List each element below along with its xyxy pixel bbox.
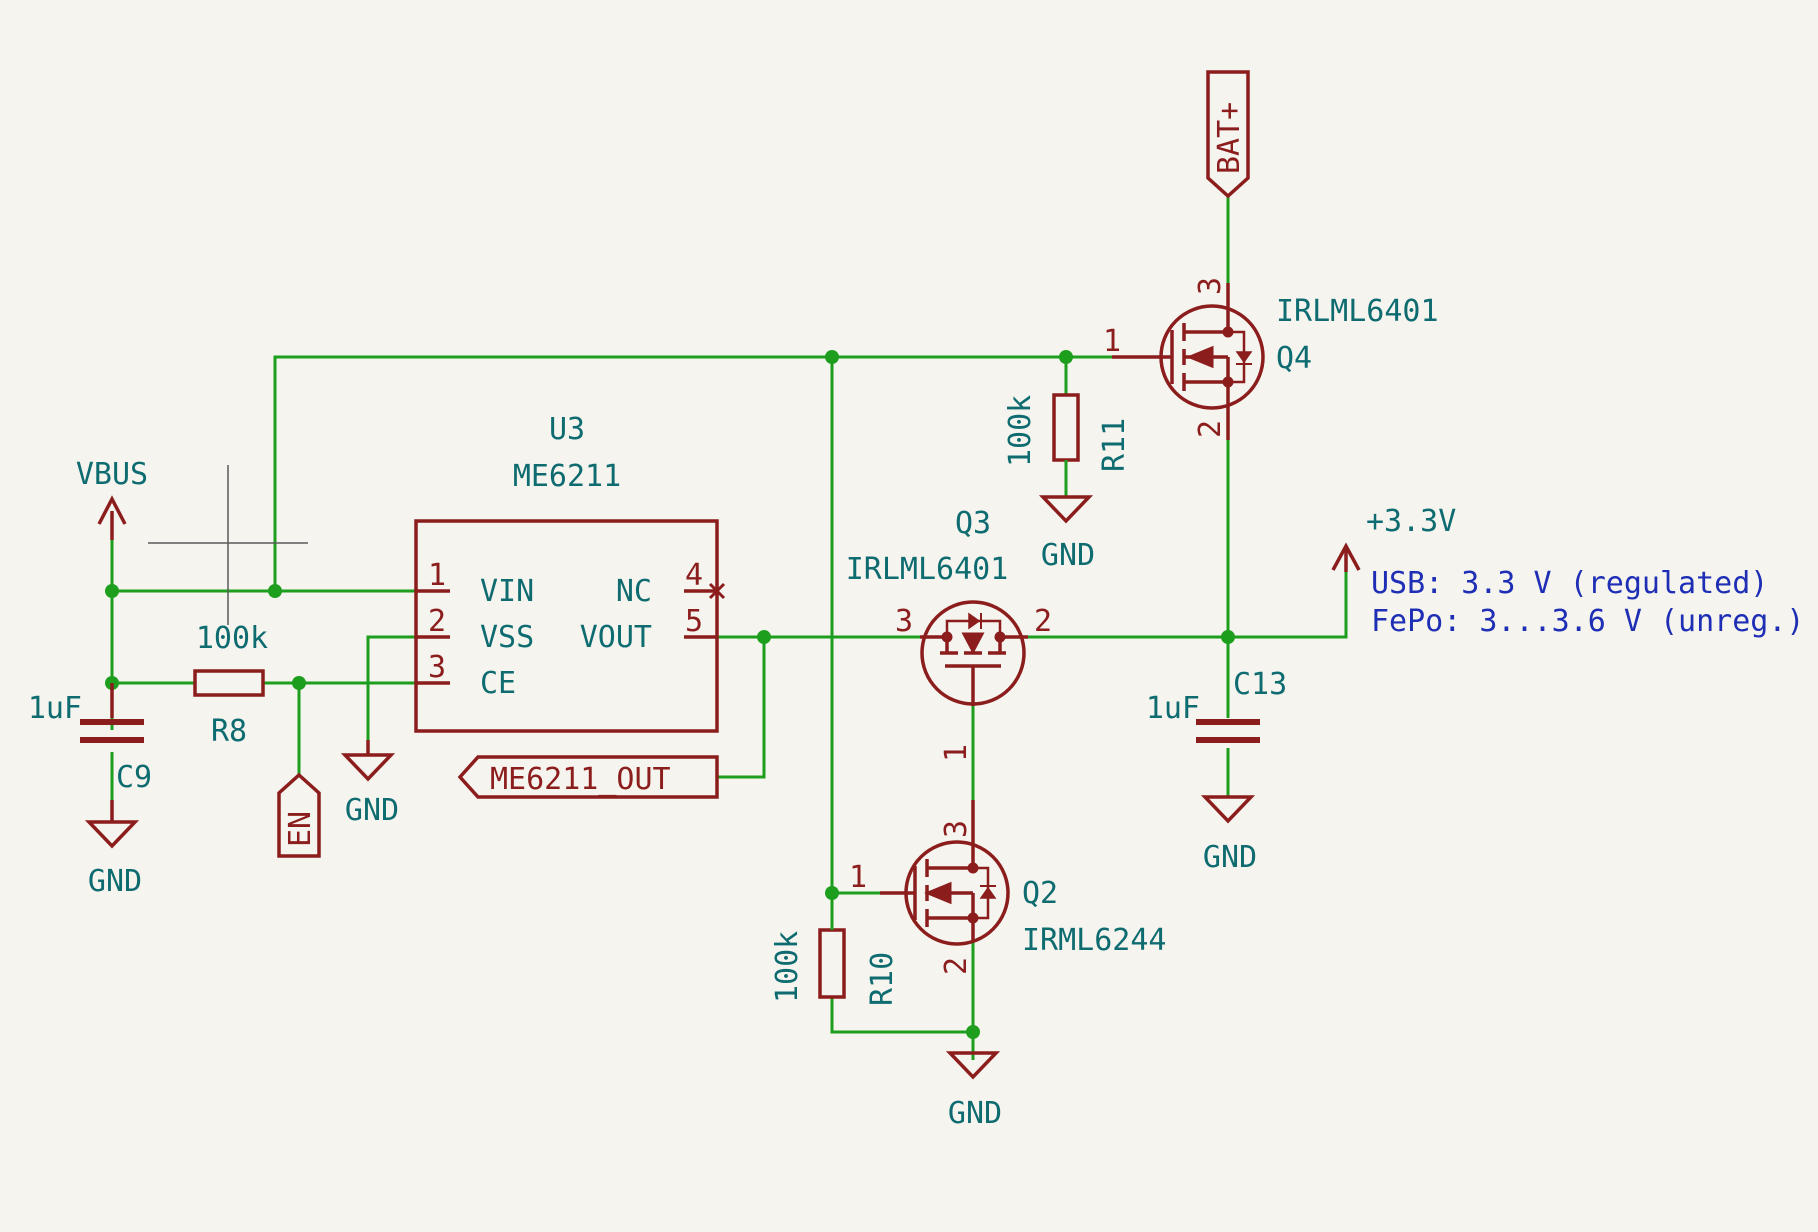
junction-dot	[757, 630, 771, 644]
gnd-symbol-r11[interactable]: GND	[1038, 495, 1095, 573]
q3-pin-drain: 3	[895, 604, 913, 639]
v33-power-symbol[interactable]: +3.3V	[1331, 504, 1456, 572]
gnd-label: GND	[345, 793, 399, 828]
r11-resistor[interactable]: 100k R11	[1003, 393, 1132, 497]
r8-value: 100k	[196, 621, 268, 656]
gnd-symbol-c13[interactable]: GND	[1200, 795, 1257, 875]
r10-reference: R10	[865, 952, 900, 1006]
q4-pin-source: 2	[1193, 420, 1228, 438]
wire-r10-bottom	[830, 997, 973, 1034]
u3-pin3-number: 3	[428, 650, 446, 685]
q4-reference: Q4	[1276, 341, 1312, 376]
en-label[interactable]: EN	[277, 772, 321, 858]
gnd-symbol-c9[interactable]: GND	[84, 800, 142, 899]
q2-value: IRML6244	[1022, 923, 1167, 958]
note-fepo: FePo: 3...3.6 V (unreg.)	[1371, 604, 1804, 639]
c13-reference: C13	[1233, 667, 1287, 702]
bat-plus-text: BAT+	[1212, 102, 1247, 174]
bat-plus-label[interactable]: BAT+	[1206, 70, 1250, 199]
u3-pin-vss: VSS	[480, 620, 534, 655]
u3-pin-vin: VIN	[480, 574, 534, 609]
u3-pin2-number: 2	[428, 604, 446, 639]
supply-notes: USB: 3.3 V (regulated) FePo: 3...3.6 V (…	[1371, 566, 1804, 639]
c13-value: 1uF	[1146, 691, 1200, 726]
c9-capacitor[interactable]: 1uF C9	[28, 683, 152, 795]
me6211-out-text: ME6211_OUT	[490, 762, 671, 797]
q3-mosfet[interactable]: 3 2 1 Q3 IRLML6401	[846, 506, 1052, 762]
u3-reference: U3	[549, 412, 585, 447]
me6211-out-label[interactable]: ME6211_OUT	[457, 755, 719, 799]
q3-pin-gate: 1	[939, 744, 974, 762]
u3-pin5-number: 5	[685, 604, 703, 639]
wire-q3-to-3v3	[1028, 572, 1348, 639]
r10-value: 100k	[770, 931, 805, 1003]
q3-reference: Q3	[955, 506, 991, 541]
q4-value: IRLML6401	[1276, 294, 1439, 329]
q3-pin-source: 2	[1034, 604, 1052, 639]
q2-pin-gate: 1	[849, 860, 867, 895]
note-usb: USB: 3.3 V (regulated)	[1371, 566, 1768, 601]
q4-mosfet[interactable]: 1 3 2 IRLML6401 Q4	[1103, 277, 1439, 440]
junction-dot	[966, 1025, 980, 1039]
u3-pin4-number: 4	[685, 558, 703, 593]
v33-label: +3.3V	[1366, 504, 1456, 539]
gnd-symbol-vss[interactable]: GND	[340, 740, 399, 828]
u3-value: ME6211	[513, 459, 621, 494]
r8-reference: R8	[211, 714, 247, 749]
junction-dot	[825, 350, 839, 364]
junction-dot	[105, 584, 119, 598]
vbus-label: VBUS	[76, 457, 148, 492]
junction-dot	[1221, 630, 1235, 644]
q4-pin-drain: 3	[1193, 277, 1228, 295]
cursor-crosshair	[148, 465, 308, 625]
u3-pin-vout: VOUT	[580, 620, 652, 655]
u3-pin1-number: 1	[428, 558, 446, 593]
en-text: EN	[283, 811, 318, 847]
wire-vout-label	[718, 637, 766, 779]
c9-value: 1uF	[28, 691, 82, 726]
r10-resistor[interactable]: 100k R10	[770, 893, 900, 1006]
wire-vss-gnd	[366, 635, 416, 755]
gnd-label: GND	[1203, 840, 1257, 875]
junction-dot	[1059, 350, 1073, 364]
q2-mosfet[interactable]: 1 3 2 Q2 IRML6244	[849, 800, 1167, 975]
q3-value: IRLML6401	[846, 552, 1009, 587]
gnd-label: GND	[88, 864, 142, 899]
gnd-label: GND	[948, 1096, 1002, 1131]
r11-reference: R11	[1097, 418, 1132, 472]
u3-pin-nc: NC	[616, 574, 652, 609]
q2-pin-drain: 3	[939, 820, 974, 838]
u3-regulator[interactable]: U3 ME6211 1 2 3 4 5 VIN VSS CE NC VOUT	[414, 412, 726, 733]
u3-pin-ce: CE	[480, 666, 516, 701]
c13-capacitor[interactable]: 1uF C13	[1146, 667, 1287, 743]
r11-value: 100k	[1003, 395, 1038, 467]
junction-dot	[268, 584, 282, 598]
c9-reference: C9	[116, 760, 152, 795]
q4-pin-gate: 1	[1103, 324, 1121, 359]
q2-reference: Q2	[1022, 876, 1058, 911]
vbus-power-symbol[interactable]: VBUS	[76, 457, 148, 540]
gnd-label: GND	[1041, 538, 1095, 573]
junction-dot	[292, 676, 306, 690]
r8-resistor[interactable]: 100k R8	[193, 621, 268, 749]
gnd-symbol-q2[interactable]: GND	[945, 1051, 1002, 1131]
q2-pin-source: 2	[939, 957, 974, 975]
